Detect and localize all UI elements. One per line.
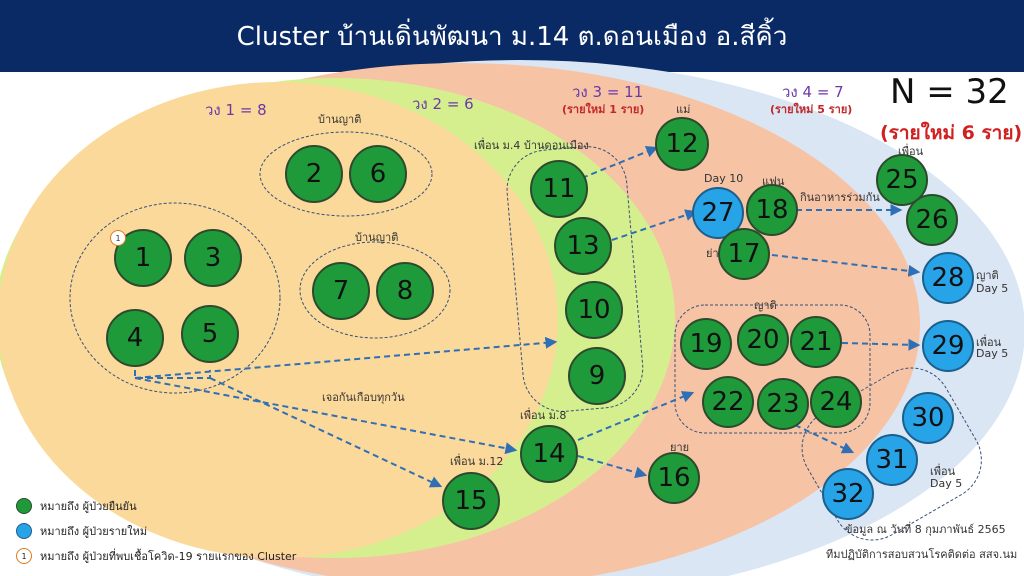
case-node-25: 25 bbox=[876, 154, 928, 206]
case-node-9: 9 bbox=[568, 347, 626, 405]
case-node-16: 16 bbox=[648, 452, 700, 504]
case-node-29: 29 bbox=[922, 320, 974, 372]
case-node-31: 31 bbox=[866, 434, 918, 486]
case-node-10: 10 bbox=[565, 281, 623, 339]
label-relatives-2-6: บ้านญาติ bbox=[318, 113, 362, 126]
case-node-4: 4 bbox=[106, 309, 164, 367]
label-friend-m8: เพื่อน ม.8 bbox=[520, 409, 567, 422]
arrow-11-12 bbox=[581, 146, 659, 179]
legend-new-case: หมายถึง ผู้ป่วยรายใหม่ bbox=[16, 522, 147, 540]
case-node-30: 30 bbox=[902, 392, 954, 444]
credit-team: ทีมปฏิบัติการสอบสวนโรคติดต่อ สสจ.นม bbox=[826, 548, 1018, 561]
case-node-19: 19 bbox=[680, 318, 732, 370]
case-node-22: 22 bbox=[702, 376, 754, 428]
case-node-13: 13 bbox=[554, 217, 612, 275]
label-n31-day: Day 5 bbox=[930, 477, 963, 490]
ring-4-label: วง 4 = 7 bbox=[782, 83, 844, 101]
case-node-5: 5 bbox=[181, 305, 239, 363]
legend-first-case: 1 หมายถึง ผู้ป่วยที่พบเชื้อโควิด-19 รายแ… bbox=[16, 547, 296, 565]
legend-new-case-dot bbox=[16, 523, 32, 539]
arrow-13-27 bbox=[611, 209, 698, 241]
case-node-28: 28 bbox=[922, 252, 974, 304]
case-node-6: 6 bbox=[349, 145, 407, 203]
case-node-21: 21 bbox=[790, 316, 842, 368]
label-day10: Day 10 bbox=[704, 172, 744, 185]
connector-4-5 bbox=[134, 370, 211, 379]
legend-confirmed-dot bbox=[16, 498, 32, 514]
legend-confirmed: หมายถึง ผู้ป่วยยืนยัน bbox=[16, 497, 137, 515]
case-node-17: 17 bbox=[718, 228, 770, 280]
arrow-14-16 bbox=[577, 455, 648, 479]
page-title: Cluster บ้านเดิ่นพัฒนา ม.14 ต.ดอนเมือง อ… bbox=[236, 21, 788, 52]
case-node-12: 12 bbox=[655, 117, 709, 171]
legend-first-case-dot: 1 bbox=[16, 548, 32, 564]
ring-2-label: วง 2 = 6 bbox=[412, 95, 474, 113]
case-node-8: 8 bbox=[376, 262, 434, 320]
first-case-marker: 1 bbox=[110, 230, 126, 246]
case-node-14: 14 bbox=[520, 425, 578, 483]
label-n29-relation: เพื่อน bbox=[976, 336, 1002, 349]
total-new-count: (รายใหม่ 6 ราย) bbox=[880, 122, 1023, 144]
case-node-2: 2 bbox=[285, 145, 343, 203]
label-mother: แม่ bbox=[676, 103, 691, 116]
case-node-24: 24 bbox=[810, 376, 862, 428]
legend-confirmed-text: หมายถึง ผู้ป่วยยืนยัน bbox=[40, 500, 137, 513]
label-grandpa: ยาย bbox=[670, 441, 690, 454]
case-node-20: 20 bbox=[737, 314, 789, 366]
case-node-7: 7 bbox=[312, 262, 370, 320]
data-date: ข้อมูล ณ วันที่ 8 กุมภาพันธ์ 2565 bbox=[845, 523, 1006, 536]
label-n29-day: Day 5 bbox=[976, 347, 1009, 360]
label-n31-relation: เพื่อน bbox=[930, 465, 956, 478]
arrow-21-29 bbox=[841, 338, 921, 351]
group-outline-1-3-4-5 bbox=[69, 202, 281, 394]
total-count: N = 32 bbox=[890, 72, 1009, 112]
label-relatives-19-24: ญาติ bbox=[754, 299, 777, 312]
label-relatives-7-8: บ้านญาติ bbox=[355, 231, 399, 244]
label-ate-together: กินอาหารร่วมกัน bbox=[800, 191, 880, 204]
case-node-23: 23 bbox=[757, 378, 809, 430]
case-node-11: 11 bbox=[530, 160, 588, 218]
ring-1-label: วง 1 = 8 bbox=[205, 101, 267, 119]
ring-3-label: วง 3 = 11 bbox=[572, 83, 644, 101]
label-meet-daily: เจอกันเกือบทุกวัน bbox=[322, 391, 405, 404]
case-node-18: 18 bbox=[746, 184, 798, 236]
case-node-3: 3 bbox=[184, 229, 242, 287]
arrow-23-31 bbox=[794, 424, 855, 454]
label-grandma: ย่า bbox=[706, 247, 719, 260]
arrow-17-28 bbox=[771, 254, 921, 277]
legend-new-case-text: หมายถึง ผู้ป่วยรายใหม่ bbox=[40, 525, 148, 538]
case-node-15: 15 bbox=[442, 472, 500, 530]
label-n28-relation: ญาติ bbox=[976, 269, 999, 282]
ring-3-sublabel: (รายใหม่ 1 ราย) bbox=[562, 103, 645, 116]
legend-first-case-text: หมายถึง ผู้ป่วยที่พบเชื้อโควิด-19 รายแรก… bbox=[40, 550, 297, 563]
label-friend-m4: เพื่อน ม.4 บ้านดอนเมือง bbox=[474, 139, 589, 152]
title-bar: Cluster บ้านเดิ่นพัฒนา ม.14 ต.ดอนเมือง อ… bbox=[0, 0, 1024, 72]
label-n28-day: Day 5 bbox=[976, 282, 1009, 295]
label-friend-m12: เพื่อน ม.12 bbox=[450, 455, 504, 468]
case-node-32: 32 bbox=[822, 468, 874, 520]
ring-4-sublabel: (รายใหม่ 5 ราย) bbox=[770, 103, 853, 116]
case-node-26: 26 bbox=[906, 194, 958, 246]
